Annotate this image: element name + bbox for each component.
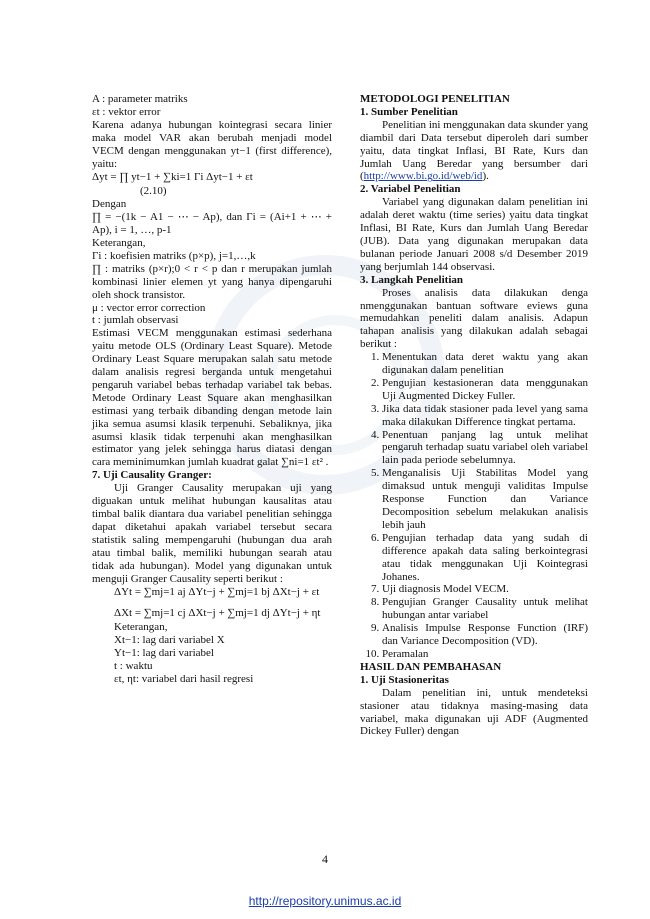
equation-granger-x: ΔXt = ∑mj=1 cj ΔXt−j + ∑mj=1 dj ΔYt−j + … bbox=[114, 607, 321, 620]
list-item: Pengujian kestasioneran data menggunakan… bbox=[382, 377, 588, 403]
def-t: t : jumlah observasi bbox=[92, 314, 179, 327]
footer: http://repository.unimus.ac.id bbox=[0, 894, 650, 908]
list-item: Pengujian Granger Causality untuk meliha… bbox=[382, 596, 588, 622]
equation-vecm: Δyt = ∏ yt−1 + ∑ki=1 Γi Δyt−1 + εt bbox=[92, 171, 253, 184]
heading-granger: 7. Uji Causality Granger: bbox=[92, 469, 212, 482]
def-x-lag: Xt−1: lag dari variabel X bbox=[114, 634, 225, 647]
text-dengan: Dengan bbox=[92, 198, 127, 211]
right-column: METODOLOGI PENELITIAN 1. Sumber Peneliti… bbox=[360, 93, 588, 738]
equation-number: (2.10) bbox=[140, 185, 167, 198]
paragraph-variabel: Variabel yang digunakan dalam penelitian… bbox=[360, 196, 588, 273]
list-item: Uji diagnosis Model VECM. bbox=[382, 583, 588, 596]
text-keterangan: Keterangan, bbox=[92, 236, 146, 249]
param-A: A : parameter matriks bbox=[92, 93, 188, 105]
paragraph-vecm-intro: Karena adanya hubungan kointegrasi secar… bbox=[92, 118, 332, 170]
heading-metodologi: METODOLOGI PENELITIAN bbox=[360, 93, 510, 105]
paragraph-sumber: Penelitian ini menggunakan data skunder … bbox=[360, 119, 588, 184]
heading-sumber: 1. Sumber Penelitian bbox=[360, 105, 458, 118]
bi-link[interactable]: http://www.bi.go.id/web/id bbox=[363, 170, 483, 183]
paragraph-langkah: Proses analisis data dilakukan denga nme… bbox=[360, 286, 588, 351]
equation-pi-gamma: ∏ = −(1k − A1 − ⋯ − Ap), dan Γi = (Ai+1 … bbox=[92, 211, 332, 237]
left-column: A : parameter matriks εt : vektor error … bbox=[92, 93, 332, 686]
def-time: t : waktu bbox=[114, 659, 153, 672]
paragraph-granger: Uji Granger Causality merupakan uji yang… bbox=[92, 482, 332, 585]
paragraph-ols: Estimasi VECM menggunakan estimasi seder… bbox=[92, 327, 332, 469]
heading-stasioneritas: 1. Uji Stasioneritas bbox=[360, 673, 449, 686]
list-item: Peramalan bbox=[382, 648, 588, 661]
list-item: Jika data tidak stasioner pada level yan… bbox=[382, 403, 588, 429]
def-y-lag: Yt−1: lag dari variabel bbox=[114, 647, 214, 660]
list-item: Menentukan data deret waktu yang akan di… bbox=[382, 351, 588, 377]
paragraph-sumber-end: ). bbox=[482, 170, 489, 183]
list-item: Pengujian terhadap data yang sudah di di… bbox=[382, 532, 588, 584]
heading-hasil: HASIL DAN PEMBAHASAN bbox=[360, 660, 502, 673]
heading-langkah: 3. Langkah Penelitian bbox=[360, 273, 463, 286]
steps-list: Menentukan data deret waktu yang akan di… bbox=[360, 351, 588, 661]
def-gamma: Γi : koefisien matriks (p×p), j=1,…,k bbox=[92, 249, 256, 262]
heading-variabel: 2. Variabel Penelitian bbox=[360, 183, 461, 196]
repository-link[interactable]: http://repository.unimus.ac.id bbox=[248, 894, 402, 908]
text-keterangan-2: Keterangan, bbox=[114, 621, 168, 634]
list-item: Menganalisis Uji Stabilitas Model yang d… bbox=[382, 467, 588, 532]
param-error: εt : vektor error bbox=[92, 105, 161, 118]
def-pi: ∏ : matriks (p×r);0 < r < p dan r merupa… bbox=[92, 262, 332, 301]
list-item: Analisis Impulse Response Function (IRF)… bbox=[382, 622, 588, 648]
paragraph-sumber-text: Penelitian ini menggunakan data skunder … bbox=[360, 118, 588, 183]
def-residual: εt, ηt: variabel dari hasil regresi bbox=[114, 672, 254, 685]
paragraph-stasioneritas: Dalam penelitian ini, untuk mendeteksi s… bbox=[360, 686, 588, 738]
page-number: 4 bbox=[322, 852, 328, 866]
equation-granger-y: ΔYt = ∑mj=1 aj ΔYt−j + ∑mj=1 bj ΔXt−j + … bbox=[114, 586, 320, 599]
list-item: Penentuan panjang lag untuk melihat peng… bbox=[382, 429, 588, 468]
def-mu: μ : vector error correction bbox=[92, 301, 206, 314]
